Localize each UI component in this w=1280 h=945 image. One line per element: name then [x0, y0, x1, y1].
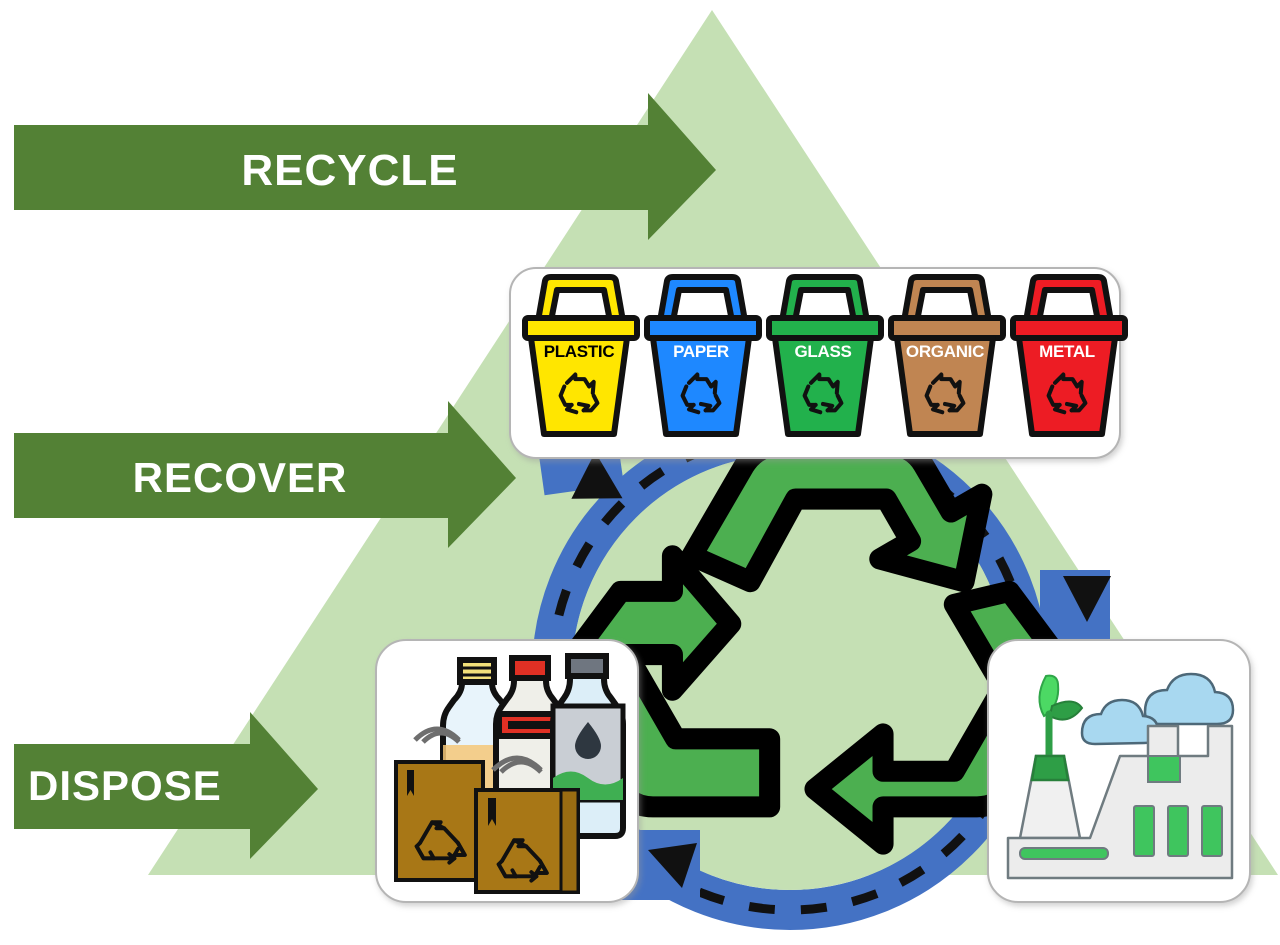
bag-handle [421, 730, 461, 744]
cycle-arrow-top-left [571, 451, 623, 499]
bin-recycle-glyph [680, 372, 722, 415]
recycle-arrow[interactable] [14, 93, 716, 240]
bin-label-glass: GLASS [794, 342, 851, 361]
recover-arrow[interactable] [14, 401, 516, 548]
cloud-icon [1080, 698, 1160, 746]
bin-recycle-glyph [802, 372, 844, 415]
bin-label-paper: PAPER [673, 342, 729, 361]
eco-factory-illustration [1006, 672, 1235, 880]
bin-glass[interactable]: GLASS [766, 274, 884, 437]
bin-label-metal: METAL [1039, 342, 1095, 361]
smokestack-icon [1018, 754, 1082, 840]
cloud-icon [1143, 672, 1235, 726]
bin-recycle-glyph [924, 372, 966, 415]
paper-bag-icon [394, 760, 485, 882]
bin-label-plastic: PLASTIC [544, 342, 615, 361]
waste-items-illustration [394, 653, 626, 894]
hierarchy-arrows [14, 93, 716, 859]
bin-recycle-glyph [1046, 372, 1088, 415]
factory-building-icon [1006, 724, 1234, 880]
bin-metal[interactable]: METAL [1010, 274, 1128, 437]
bin-organic[interactable]: ORGANIC [888, 274, 1006, 437]
bag-handle [499, 759, 543, 774]
cycle-arrow-bottom [648, 843, 697, 888]
bin-paper[interactable]: PAPER [644, 274, 762, 437]
cycle-arrow-right [1063, 576, 1111, 622]
bin-plastic[interactable]: PLASTIC [522, 274, 640, 437]
bin-label-organic: ORGANIC [906, 342, 984, 361]
paper-bag-icon [474, 788, 580, 894]
dispose-arrow[interactable] [14, 712, 318, 859]
bin-recycle-glyph [558, 372, 600, 415]
plant-sprout-icon [1038, 674, 1084, 760]
